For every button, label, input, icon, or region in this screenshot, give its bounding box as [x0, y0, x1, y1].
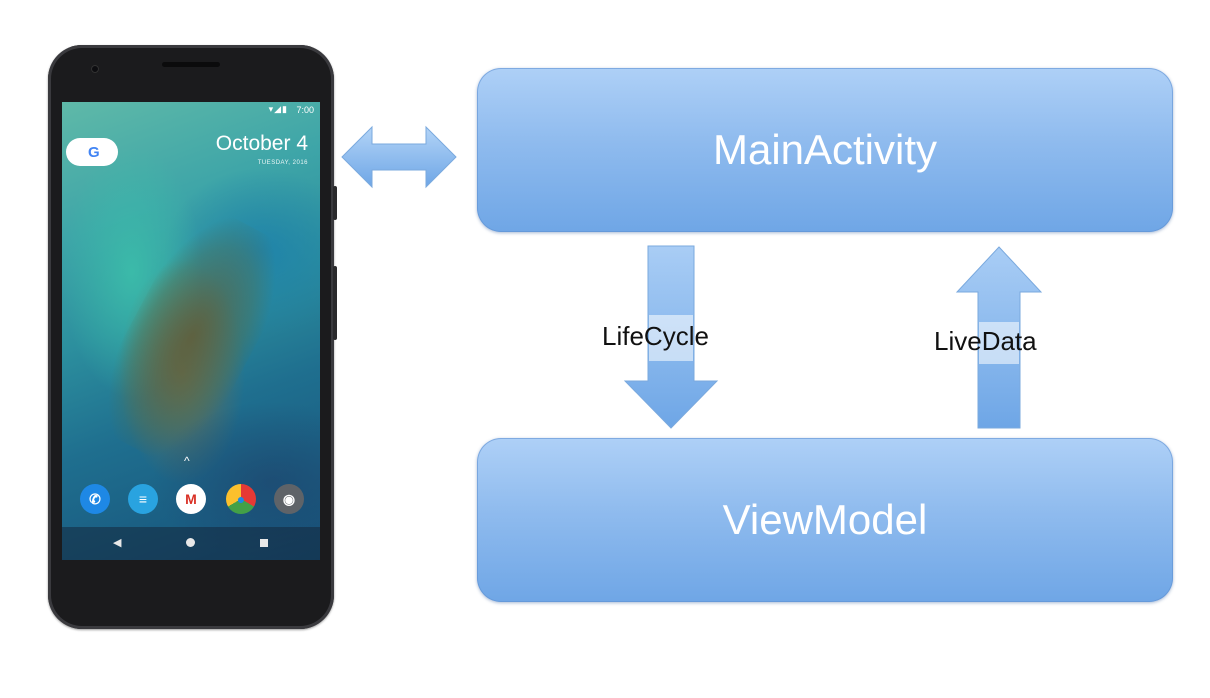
status-time: 7:00: [296, 105, 314, 115]
power-button: [333, 186, 337, 220]
viewmodel-label: ViewModel: [722, 496, 928, 543]
date-widget: October 4: [215, 132, 308, 155]
main-activity-box: MainActivity: [477, 68, 1173, 232]
phone-app-icon: ✆: [80, 484, 110, 514]
status-bar: ▾◢▮ 7:00: [62, 102, 320, 118]
google-logo-icon: G: [88, 144, 100, 161]
recents-icon: [260, 539, 268, 547]
phone-illustration: ▾◢▮ 7:00 G October 4 TUESDAY, 2016 ^ ✆ ≡…: [48, 45, 334, 629]
livedata-label-backdrop: [979, 322, 1019, 364]
app-dock: ✆ ≡ M ● ◉: [62, 474, 320, 526]
google-search-widget: G: [66, 138, 118, 166]
messages-app-icon: ≡: [128, 484, 158, 514]
lifecycle-label-backdrop: [649, 315, 693, 361]
livedata-label: LiveData: [934, 326, 1037, 356]
earpiece-speaker: [162, 62, 220, 67]
camera-app-icon: ◉: [274, 484, 304, 514]
phone-screen: ▾◢▮ 7:00 G October 4 TUESDAY, 2016 ^ ✆ ≡…: [62, 102, 320, 560]
weekday-label: TUESDAY, 2016: [257, 160, 308, 166]
navigation-bar: ◀: [62, 527, 320, 560]
chrome-app-icon: ●: [226, 484, 256, 514]
app-drawer-chevron-icon: ^: [184, 454, 190, 468]
gmail-app-icon: M: [176, 484, 206, 514]
volume-button: [333, 266, 337, 340]
lifecycle-label: LifeCycle: [602, 321, 709, 351]
back-icon: ◀: [113, 537, 122, 549]
front-camera: [91, 65, 99, 73]
main-activity-label: MainActivity: [712, 126, 938, 173]
bidirectional-arrow: [341, 125, 457, 189]
viewmodel-box: ViewModel: [477, 438, 1173, 602]
home-icon: [186, 538, 195, 547]
signal-battery-icon: ▾◢▮: [268, 104, 288, 114]
